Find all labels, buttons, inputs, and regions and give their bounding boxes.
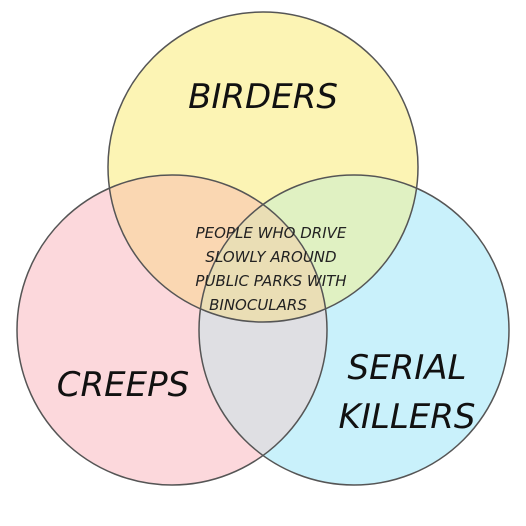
serial-killers-label-line1: SERIAL bbox=[348, 348, 467, 388]
creeps-outline bbox=[16, 174, 328, 486]
birders-outline bbox=[107, 11, 419, 323]
serial-killers-label-line2: KILLERS bbox=[339, 397, 476, 437]
intersection-label-line3: PUBLIC PARKS WITH bbox=[195, 272, 346, 290]
intersection-label-line1: PEOPLE WHO DRIVE bbox=[196, 224, 347, 242]
intersection-label-line4: BINOCULARS bbox=[209, 296, 307, 314]
birders-label: BIRDERS bbox=[188, 77, 338, 117]
creeps-label: CREEPS bbox=[57, 365, 189, 405]
triple-overlap bbox=[199, 175, 327, 322]
serial-killers-outline bbox=[198, 174, 510, 486]
intersection-label-line2: SLOWLY AROUND bbox=[205, 248, 336, 266]
